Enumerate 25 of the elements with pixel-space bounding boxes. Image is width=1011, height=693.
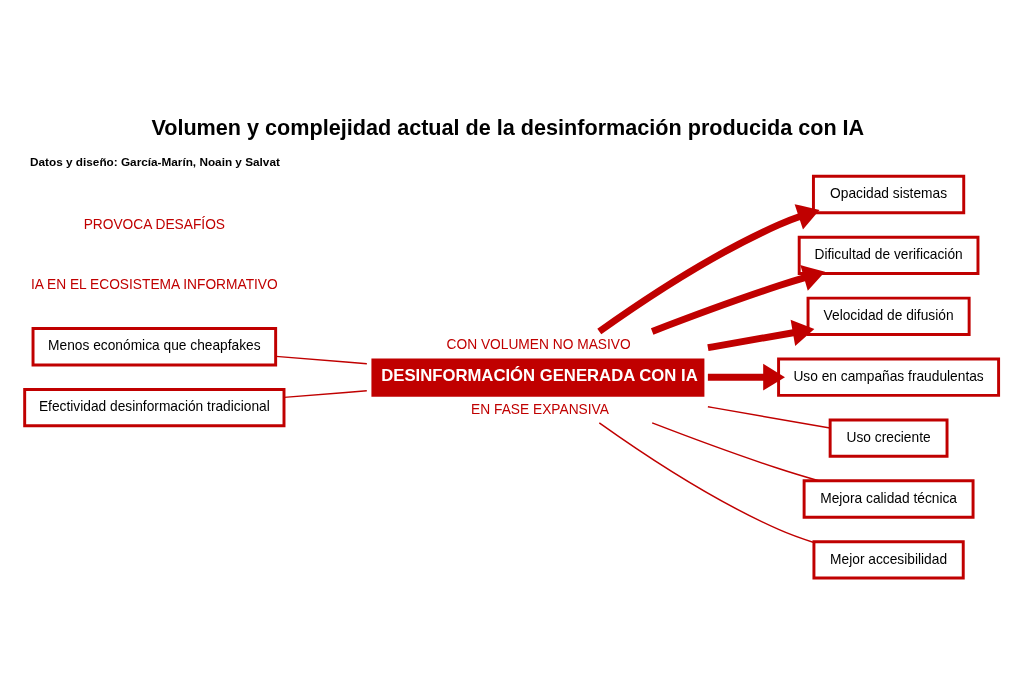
node-box: DESINFORMACIÓN GENERADA CON IA: [371, 358, 705, 397]
node-box: Mejora calidad técnica: [802, 479, 975, 519]
node-box: Menos económica que cheapfakes: [31, 327, 278, 367]
connector: [598, 422, 815, 544]
node-label: CON VOLUMEN NO MASIVO: [446, 336, 631, 352]
connector: [707, 406, 831, 429]
node-box: Opacidad sistemas: [811, 174, 966, 215]
node-box: Velocidad de difusión: [806, 296, 971, 336]
connector: [275, 355, 368, 365]
node-box: Uso en campañas fraudulentas: [777, 357, 1001, 397]
arrow: [707, 363, 785, 391]
node-box: Efectividad desinformación tradicional: [23, 388, 286, 428]
node-box: Dificultad de verificación: [797, 235, 980, 276]
node-box: Uso creciente: [828, 418, 949, 458]
connector: [651, 422, 820, 482]
connector: [283, 390, 368, 399]
arrow: [597, 204, 820, 335]
label: IA EN EL ECOSISTEMA INFORMATIVO: [30, 277, 278, 293]
label: PROVOCA DESAFÍOS: [83, 216, 226, 232]
node-label: EN FASE EXPANSIVA: [471, 401, 609, 417]
caption: Datos y diseño: García-Marín, Noain y Salvat: [30, 155, 280, 169]
diagram-title: Volumen y complejidad actual de la desinformación producida con IA: [151, 115, 865, 141]
arrow: [650, 265, 825, 335]
node-box: Mejor accesibilidad: [812, 540, 965, 580]
arrow: [707, 319, 815, 352]
